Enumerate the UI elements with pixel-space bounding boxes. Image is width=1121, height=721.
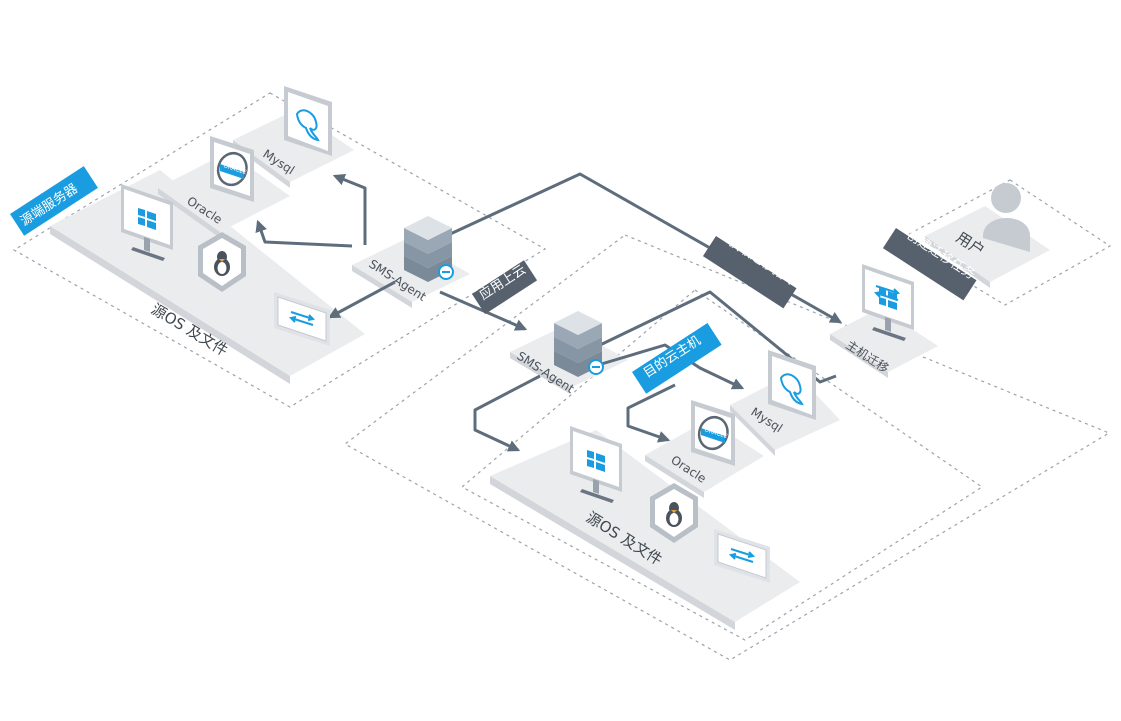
flow-arrow-agent-to-target-oracle [626, 383, 676, 443]
upload-to-cloud-tag: 应用上云 [472, 260, 538, 315]
host-migration-exchange-icon [873, 285, 901, 301]
flow-arrow-service-to-agent [597, 290, 837, 384]
source-server-icon [403, 215, 454, 283]
target-server-icon [553, 310, 604, 378]
user-zone [896, 179, 1112, 306]
flow-arrow-agent-to-target-files [473, 374, 541, 452]
flow-arrow-agent-to-oracle [255, 219, 353, 248]
user-avatar-icon [983, 183, 1030, 252]
flow-arrow-upload-to-cloud [439, 290, 528, 331]
target-os-zone [460, 289, 984, 641]
target-cloud-host-tag: 目的云主机 [632, 322, 722, 394]
user-platform: 用户 [925, 206, 1050, 288]
flow-arrow-agent-to-files [327, 280, 396, 319]
flow-arrow-agent-to-mysql [332, 173, 367, 245]
source-server-zone [12, 92, 547, 408]
